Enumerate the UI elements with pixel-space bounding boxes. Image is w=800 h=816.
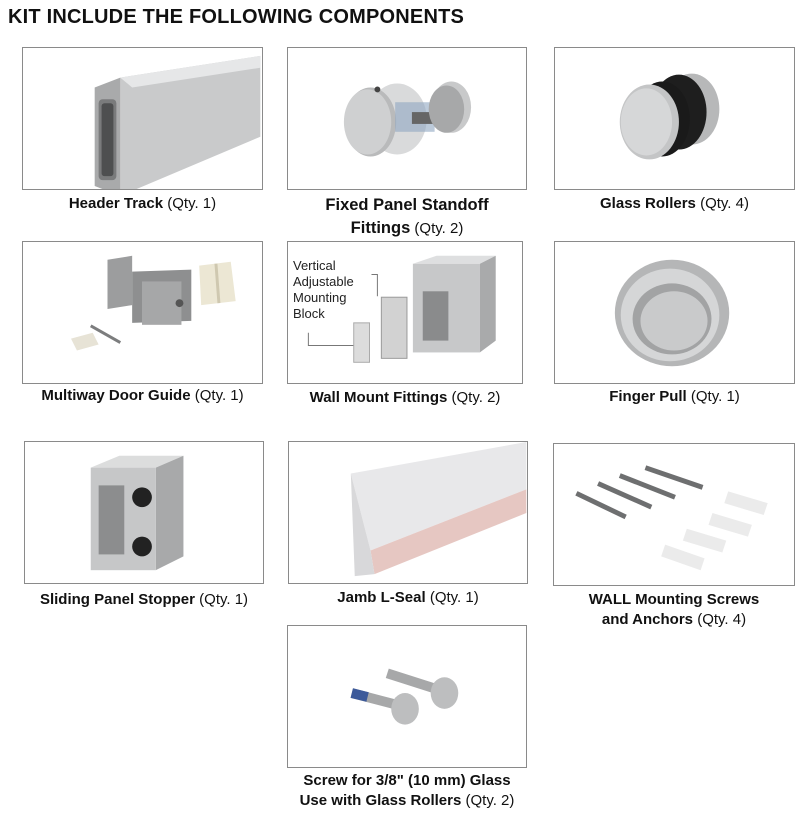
glass-rollers-image [619,73,720,160]
wall-mounting-screws-photo [553,443,795,586]
component-qty: (Qty. 2) [465,792,515,809]
component-qty: (Qty. 1) [199,591,249,608]
caption-wall-mount-fittings: Wall Mount Fittings (Qty. 2) [287,388,523,408]
caption-sliding-panel-stopper: Sliding Panel Stopper (Qty. 1) [24,590,264,610]
component-qty: (Qty. 2) [414,220,464,237]
multiway-door-guide-photo [22,241,263,384]
component-name: Finger Pull [609,388,687,405]
component-name: Glass Rollers [600,195,696,212]
component-name: Screw for 3/8" (10 mm) Glass [303,772,511,789]
wall-mount-fittings-photo [287,241,523,384]
component-name: Multiway Door Guide [41,387,191,404]
glass-screw-photo [287,625,527,768]
component-qty: (Qty. 1) [167,195,217,212]
component-name: Sliding Panel Stopper [39,591,195,608]
caption-glass-screw: Screw for 3/8" (10 mm) Glass Use with Gl… [262,771,552,811]
component-qty: (Qty. 1) [194,387,244,404]
standoff-fittings-image [343,81,472,157]
finger-pull-image [614,259,730,367]
glass-rollers-photo [554,47,795,190]
component-name: WALL Mounting Screws [588,591,760,608]
caption-finger-pull: Finger Pull (Qty. 1) [554,387,795,407]
component-qty: (Qty. 2) [451,389,501,406]
page-title: KIT INCLUDE THE FOLLOWING COMPONENTS [8,6,465,28]
header-track-photo [22,47,263,190]
component-qty: (Qty. 1) [429,589,479,606]
caption-jamb-l-seal: Jamb L-Seal (Qty. 1) [288,588,528,608]
component-qty: (Qty. 4) [697,611,747,628]
header-track-image [94,55,261,189]
component-name-line2: Fittings [350,219,411,237]
component-name-line2: and Anchors [601,611,694,628]
wall-mount-fittings-image [307,255,496,363]
component-name-line2: Use with Glass Rollers [299,792,462,809]
caption-wall-mounting-screws: WALL Mounting Screws and Anchors (Qty. 4… [553,590,795,630]
callout-line: Block [293,306,325,321]
component-name: Header Track [68,195,164,212]
wall-mounting-screws-image [575,465,768,571]
component-qty: (Qty. 1) [690,388,740,405]
component-qty: (Qty. 4) [700,195,749,212]
standoff-fittings-photo [287,47,527,190]
caption-header-track: Header Track (Qty. 1) [22,194,263,214]
mounting-block-callout: Vertical Adjustable Mounting Block [293,258,354,322]
multiway-door-guide-image [71,255,236,351]
sliding-panel-stopper-photo [24,441,264,584]
jamb-l-seal-photo [288,441,528,584]
caption-glass-rollers: Glass Rollers (Qty. 4) [554,194,795,214]
glass-screw-image [350,668,459,725]
callout-line: Adjustable [293,274,354,289]
callout-line: Mounting [293,290,347,305]
finger-pull-photo [554,241,795,384]
component-name: Wall Mount Fittings [309,389,448,406]
caption-standoff-fittings: Fixed Panel Standoff Fittings (Qty. 2) [287,194,527,240]
sliding-panel-stopper-image [90,455,184,571]
component-name: Jamb L-Seal [337,589,426,606]
component-name: Fixed Panel Standoff [325,196,489,214]
jamb-l-seal-image [350,442,527,577]
caption-multiway-door-guide: Multiway Door Guide (Qty. 1) [22,386,263,406]
callout-line: Vertical [293,258,336,273]
